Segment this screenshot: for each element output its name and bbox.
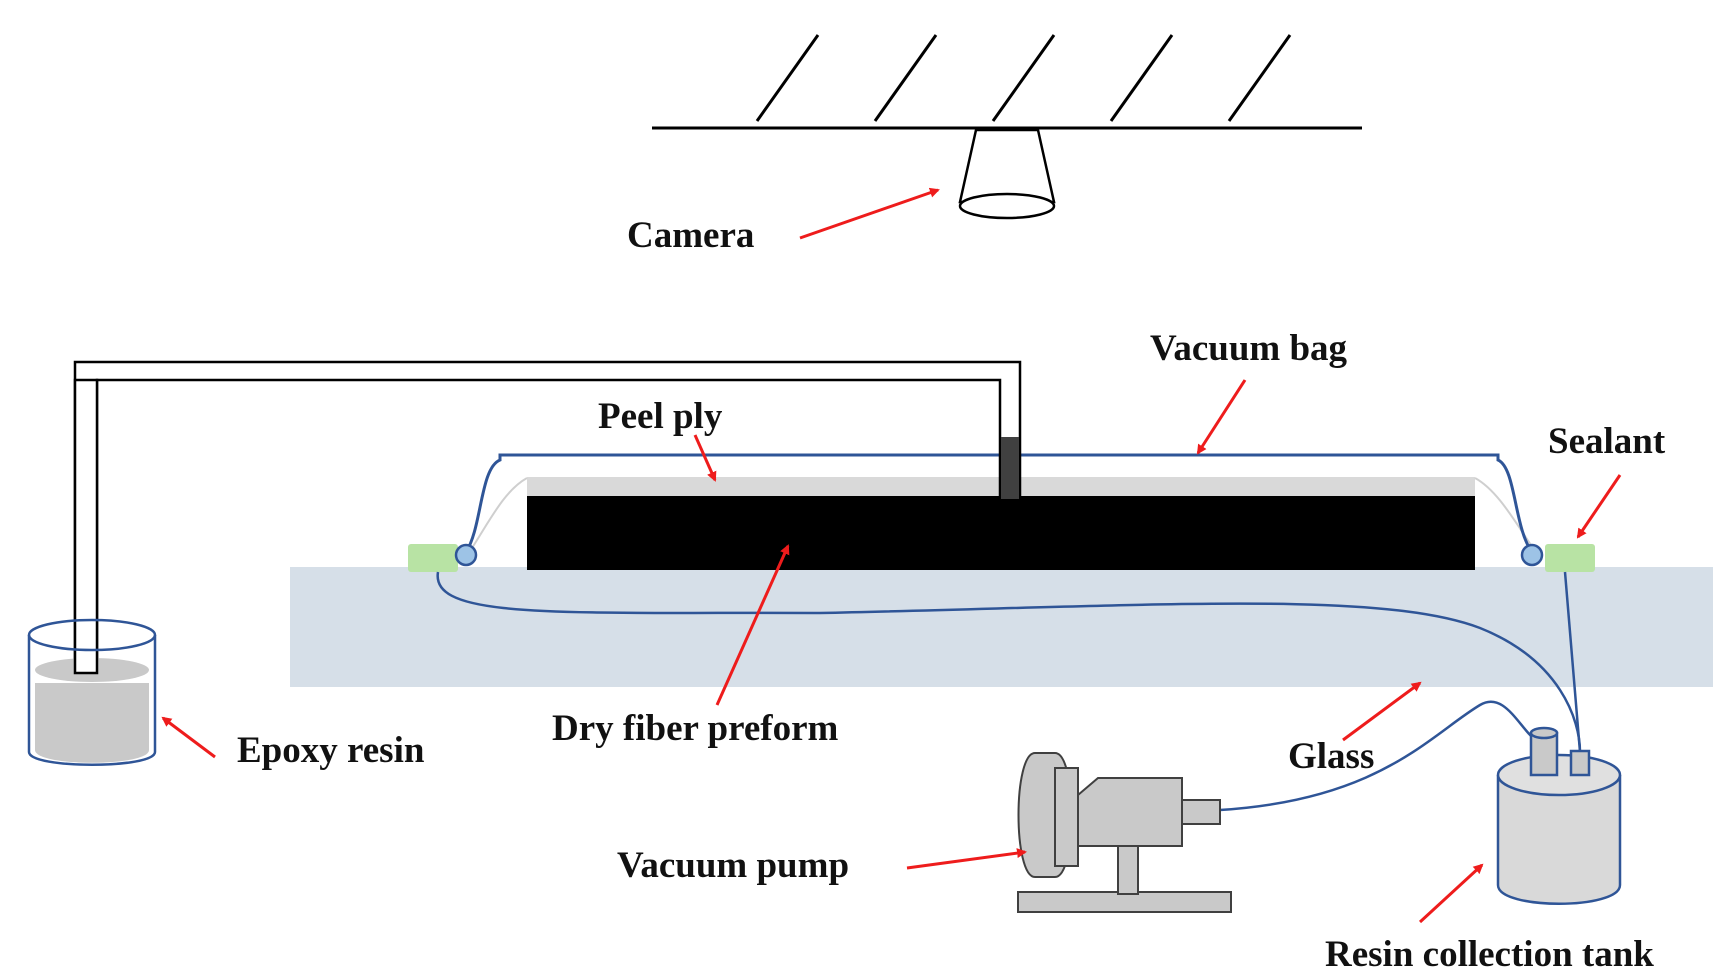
pointer-arrows [161,187,1622,924]
vacuum-pump-icon [1017,752,1232,913]
glass-label: Glass [1288,736,1374,777]
vacuum-pump-arrow [906,848,1027,870]
glass-plate [290,567,1713,687]
dry-fiber-preform-arrow [715,544,790,706]
resin-collection-tank [1496,726,1622,905]
sealant-label: Sealant [1548,421,1666,462]
camera-icon [958,128,1056,220]
spiral-tube-right [1520,543,1544,567]
dry-fiber-preform-label: Dry fiber preform [552,708,838,749]
epoxy-resin-arrow [161,716,216,759]
resin-collection-tank-label: Resin collection tank [1325,934,1654,975]
vacuum-bag-label: Vacuum bag [1150,328,1348,369]
camera-mount [652,34,1362,130]
vacuum-line [436,571,1582,753]
sealant-arrow [1576,474,1622,539]
spiral-tube-left [454,543,478,567]
vacuum-pump-label: Vacuum pump [617,845,849,886]
sealant-right [1545,544,1595,572]
resin-inlet-fill [1001,437,1019,499]
camera-label: Camera [627,215,754,256]
bag-edge-left [471,477,528,549]
camera-arrow [799,187,940,240]
peel-ply-label: Peel ply [598,396,723,437]
vacuum-bag-arrow [1196,379,1247,455]
glass-arrow [1342,681,1422,742]
epoxy-resin-label: Epoxy resin [237,730,425,771]
peel-ply-arrow [693,434,717,482]
sealant-left [408,544,458,572]
dry-fiber-preform [527,496,1475,570]
pump-line [1219,700,1539,812]
epoxy-resin-container [27,378,157,766]
resin-tank-arrow [1418,863,1484,924]
vacuum-line-right [1563,571,1582,753]
bag-edge-right [1474,477,1534,549]
